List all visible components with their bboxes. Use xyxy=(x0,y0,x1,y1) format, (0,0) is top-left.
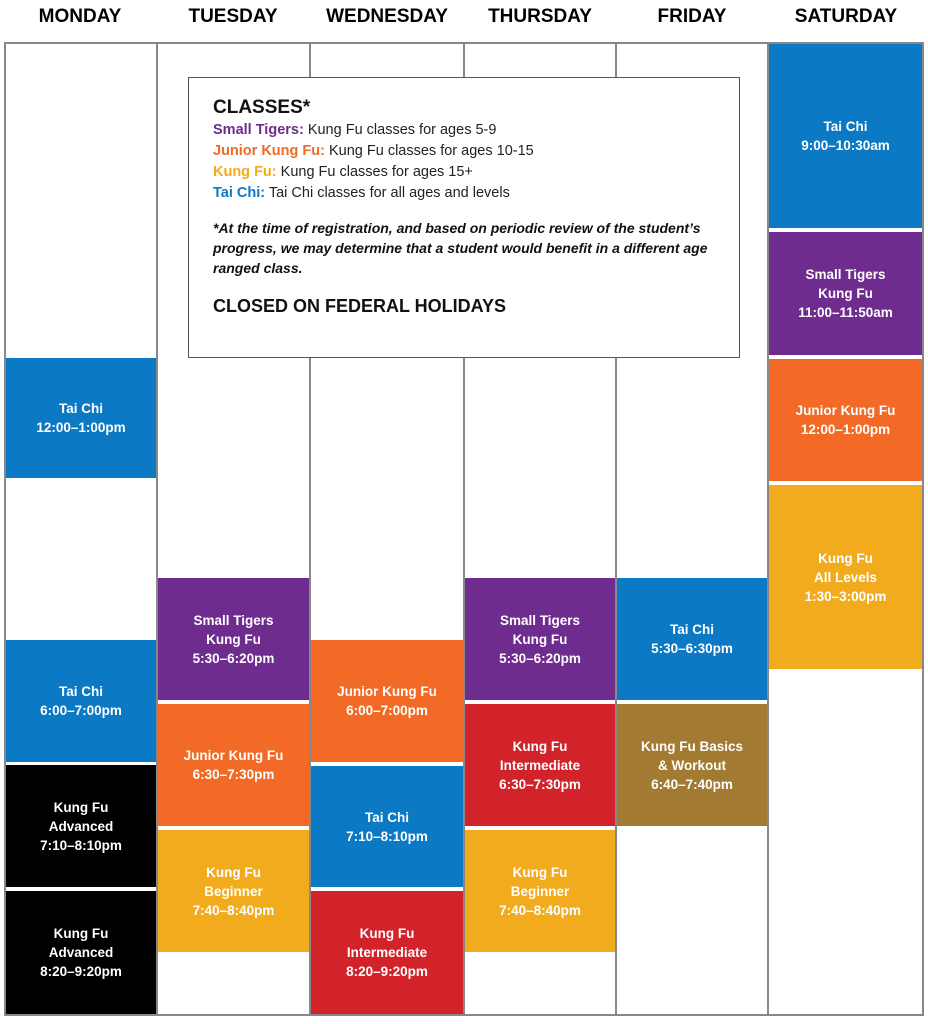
legend-item-desc: Tai Chi classes for all ages and levels xyxy=(265,185,510,201)
legend-item-name: Kung Fu: xyxy=(213,164,277,180)
class-level: Beginner xyxy=(510,883,570,899)
class-level: Intermediate xyxy=(499,757,581,773)
class-block-mon-kungfu-advanced-1[interactable]: Kung Fu Advanced 7:10–8:10pm xyxy=(6,765,156,887)
classes-legend: CLASSES* Small Tigers: Kung Fu classes f… xyxy=(188,77,740,358)
class-block-wed-taichi[interactable]: Tai Chi 7:10–8:10pm xyxy=(311,766,463,887)
column-divider xyxy=(615,42,617,1016)
class-time: 7:40–8:40pm xyxy=(192,902,275,918)
class-time: 12:00–1:00pm xyxy=(36,420,126,435)
class-name: Tai Chi xyxy=(58,401,103,416)
class-level: All Levels xyxy=(813,569,878,585)
class-name: Small Tigers xyxy=(193,612,274,628)
legend-item-desc: Kung Fu classes for ages 15+ xyxy=(276,164,473,180)
class-level: Kung Fu xyxy=(206,631,261,647)
class-block-fri-taichi[interactable]: Tai Chi 5:30–6:30pm xyxy=(617,578,767,700)
class-block-fri-kungfu-basics[interactable]: Kung Fu Basics & Workout 6:40–7:40pm xyxy=(617,704,767,826)
class-name: Junior Kung Fu xyxy=(183,748,284,763)
class-name: Kung Fu xyxy=(206,864,261,880)
class-name: Tai Chi xyxy=(58,684,103,699)
day-header-saturday: SATURDAY xyxy=(794,6,898,27)
legend-title: CLASSES* xyxy=(213,97,311,118)
legend-item-name: Tai Chi: xyxy=(213,185,266,201)
legend-note: *At the time of registration, and based … xyxy=(213,220,708,276)
class-block-wed-junior-kungfu[interactable]: Junior Kung Fu 6:00–7:00pm xyxy=(311,640,463,762)
legend-item-name: Small Tigers: xyxy=(213,122,304,138)
legend-item-kungfu: Kung Fu: Kung Fu classes for ages 15+ xyxy=(213,162,739,183)
legend-item-junior-kungfu: Junior Kung Fu: Kung Fu classes for ages… xyxy=(213,141,739,162)
legend-item-name: Junior Kung Fu: xyxy=(213,143,325,159)
class-name: Small Tigers xyxy=(499,612,581,628)
class-block-sat-taichi[interactable]: Tai Chi 9:00–10:30am xyxy=(769,44,922,228)
class-block-wed-kungfu-intermediate[interactable]: Kung Fu Intermediate 8:20–9:20pm xyxy=(311,891,463,1014)
class-time: 8:20–9:20pm xyxy=(346,964,428,979)
column-divider xyxy=(309,42,311,1016)
class-time: 5:30–6:20pm xyxy=(499,650,581,666)
class-time: 7:10–8:10pm xyxy=(346,828,428,844)
class-block-tue-kungfu-beginner[interactable]: Kung Fu Beginner 7:40–8:40pm xyxy=(158,830,309,952)
class-name: Kung Fu xyxy=(818,550,873,566)
class-time: 6:30–7:30pm xyxy=(499,776,581,792)
day-header-friday: FRIDAY xyxy=(657,6,727,27)
class-level: Kung Fu xyxy=(818,286,873,301)
class-level: & Workout xyxy=(657,757,726,773)
class-time: 7:10–8:10pm xyxy=(40,837,122,853)
class-name: Junior Kung Fu xyxy=(795,403,896,418)
day-header-wednesday: WEDNESDAY xyxy=(326,6,448,27)
class-time: 6:40–7:40pm xyxy=(651,776,733,792)
class-level: Intermediate xyxy=(346,945,428,960)
class-level: Advanced xyxy=(48,945,114,960)
class-time: 6:00–7:00pm xyxy=(346,703,428,718)
class-level: Advanced xyxy=(48,818,114,834)
class-block-thu-kungfu-beginner[interactable]: Kung Fu Beginner 7:40–8:40pm xyxy=(465,830,615,952)
class-name: Kung Fu Basics xyxy=(640,738,743,754)
day-header-thursday: THURSDAY xyxy=(488,6,592,27)
class-time: 5:30–6:30pm xyxy=(651,641,733,656)
class-name: Junior Kung Fu xyxy=(337,684,437,699)
class-time: 6:00–7:00pm xyxy=(40,703,122,718)
column-divider xyxy=(156,42,158,1016)
class-block-thu-kungfu-intermediate[interactable]: Kung Fu Intermediate 6:30–7:30pm xyxy=(465,704,615,826)
class-name: Kung Fu xyxy=(53,799,109,815)
class-name: Tai Chi xyxy=(823,119,868,134)
class-level: Beginner xyxy=(204,883,263,899)
class-block-sat-junior-kungfu[interactable]: Junior Kung Fu 12:00–1:00pm xyxy=(769,359,922,481)
class-time: 11:00–11:50am xyxy=(798,305,893,320)
class-name: Kung Fu xyxy=(512,864,568,880)
legend-item-taichi: Tai Chi: Tai Chi classes for all ages an… xyxy=(213,183,739,204)
class-name: Small Tigers xyxy=(805,267,886,282)
class-time: 6:30–7:30pm xyxy=(192,767,275,782)
column-divider xyxy=(463,42,465,1016)
class-name: Kung Fu xyxy=(53,926,109,941)
class-block-sat-kungfu-all-levels[interactable]: Kung Fu All Levels 1:30–3:00pm xyxy=(769,485,922,669)
class-time: 8:20–9:20pm xyxy=(40,964,122,979)
class-time: 5:30–6:20pm xyxy=(192,650,275,666)
day-header-monday: MONDAY xyxy=(38,6,122,27)
class-name: Kung Fu xyxy=(359,926,415,941)
column-divider xyxy=(767,42,769,1016)
legend-item-desc: Kung Fu classes for ages 5-9 xyxy=(303,122,497,138)
legend-item-desc: Kung Fu classes for ages 10-15 xyxy=(324,143,534,159)
class-block-mon-taichi-eve[interactable]: Tai Chi 6:00–7:00pm xyxy=(6,640,156,762)
class-block-mon-taichi-noon[interactable]: Tai Chi 12:00–1:00pm xyxy=(6,358,156,478)
class-name: Tai Chi xyxy=(669,622,714,637)
class-level: Kung Fu xyxy=(512,631,568,647)
class-time: 7:40–8:40pm xyxy=(499,902,581,918)
class-name: Kung Fu xyxy=(512,738,568,754)
class-time: 9:00–10:30am xyxy=(801,138,890,153)
closed-notice: CLOSED ON FEDERAL HOLIDAYS xyxy=(213,296,507,316)
class-time: 1:30–3:00pm xyxy=(804,588,887,604)
legend-item-small-tigers: Small Tigers: Kung Fu classes for ages 5… xyxy=(213,120,739,141)
class-name: Tai Chi xyxy=(364,809,409,825)
class-time: 12:00–1:00pm xyxy=(800,422,891,437)
day-header-tuesday: TUESDAY xyxy=(188,6,278,27)
class-block-tue-junior-kungfu[interactable]: Junior Kung Fu 6:30–7:30pm xyxy=(158,704,309,826)
class-block-mon-kungfu-advanced-2[interactable]: Kung Fu Advanced 8:20–9:20pm xyxy=(6,891,156,1014)
